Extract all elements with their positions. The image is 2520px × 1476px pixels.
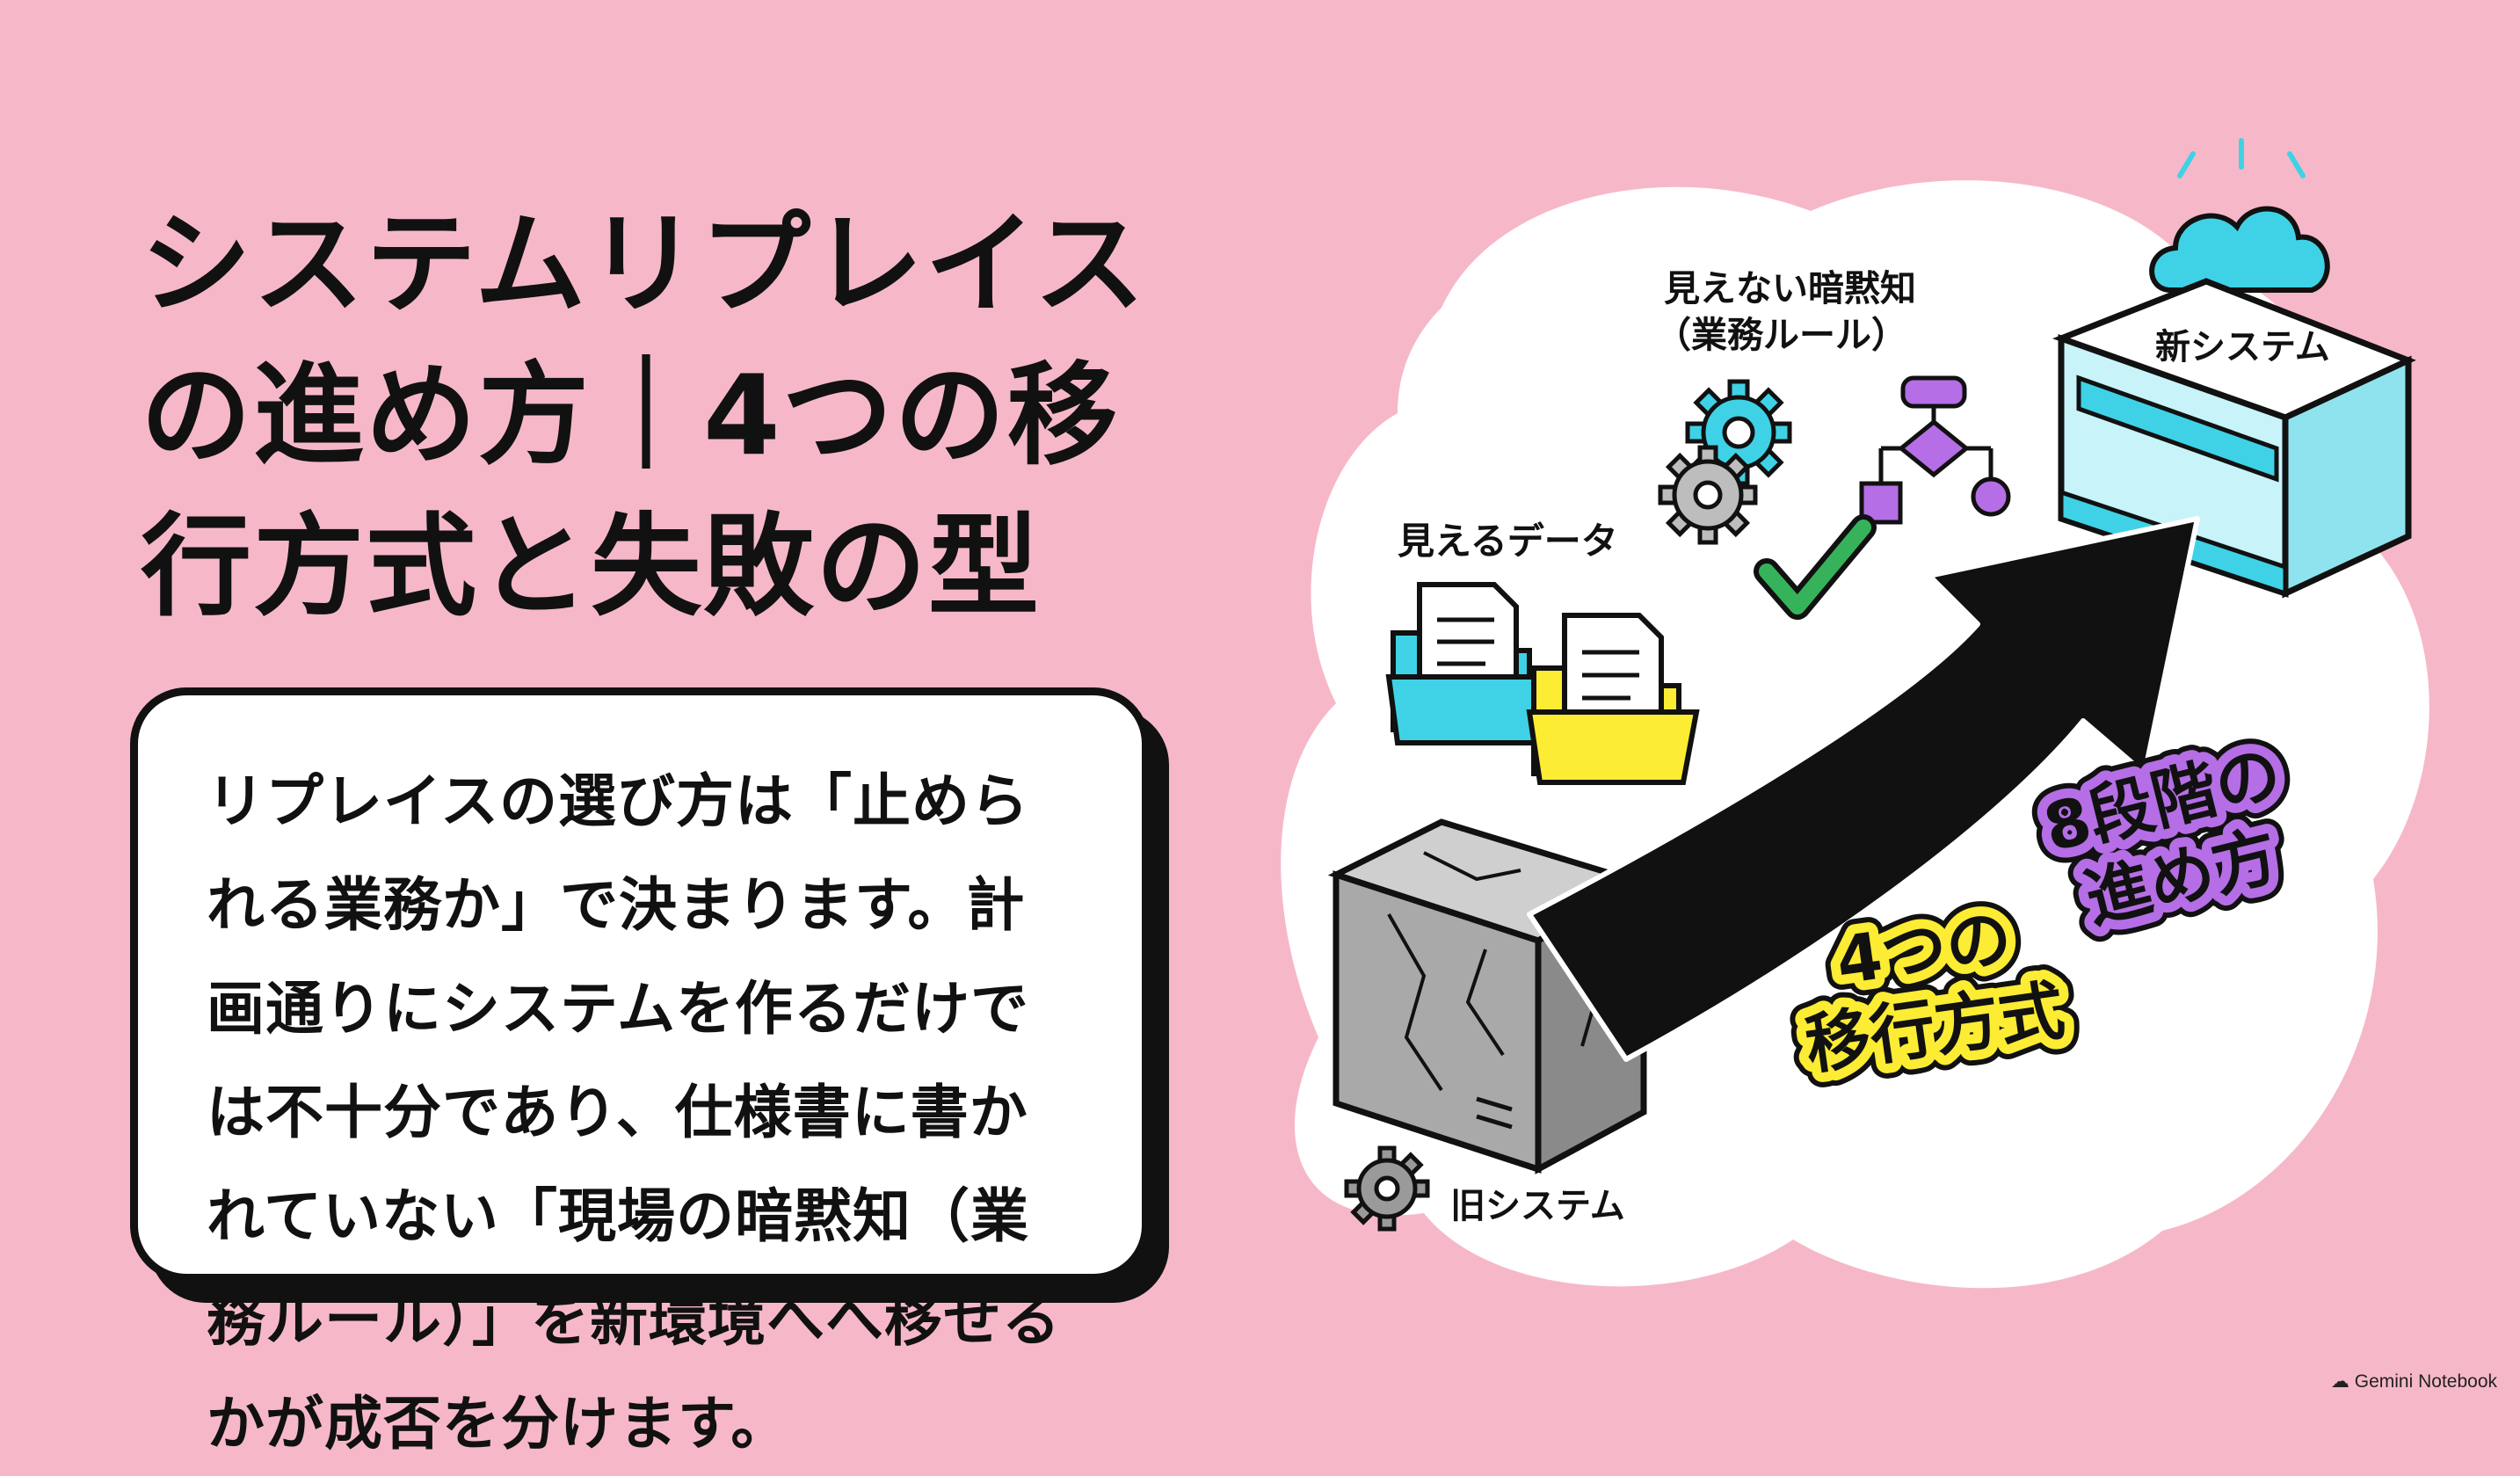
gear-icon <box>1344 1145 1430 1232</box>
description-card: リプレイスの選び方は「止められる業務か」で決まります。計画通りにシステムを作るだ… <box>130 687 1150 1458</box>
server-icon <box>2052 278 2416 599</box>
brand-icon: ☁ <box>2330 1371 2349 1392</box>
cloud-icon <box>2149 138 2330 293</box>
tacit-knowledge-label: 見えない暗黙知 <box>1664 267 1916 309</box>
document-folder-icon <box>1526 613 1700 785</box>
document-folder-icon <box>1385 582 1546 745</box>
page-title: システムリプレイスの進め方｜4つの移行方式と失敗の型 <box>141 200 1147 631</box>
brand-label: Gemini Notebook <box>2354 1371 2497 1392</box>
new-system-label: 新システム <box>2155 327 2330 367</box>
old-system-label: 旧システム <box>1450 1186 1625 1226</box>
migration-arrow <box>1527 516 2200 1062</box>
flowchart-icon <box>1859 375 2011 525</box>
description-text: リプレイスの選び方は「止められる業務か」で決まります。計画通りにシステムを作るだ… <box>207 767 1061 1458</box>
tacit-knowledge-sublabel: （業務ルール） <box>1655 314 1907 356</box>
visible-data-label: 見えるデータ <box>1398 520 1618 563</box>
gear-icon <box>1658 445 1758 545</box>
footer-brand: ☁ Gemini Notebook <box>2331 1371 2497 1392</box>
migration-illustration: 見えるデータ 見えない暗黙知 （業務ルール） <box>1281 138 2429 1289</box>
